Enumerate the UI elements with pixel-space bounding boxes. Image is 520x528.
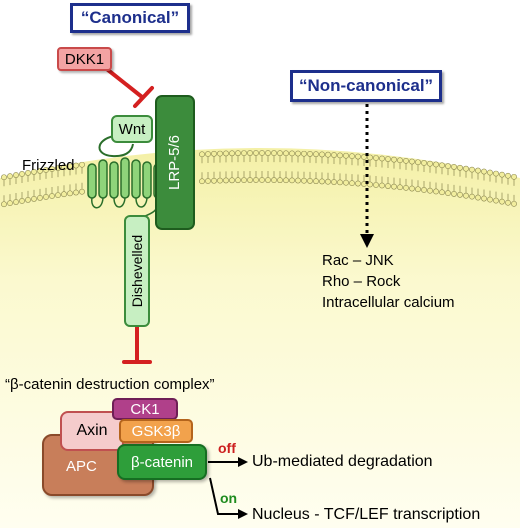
lrp-receptor-body (155, 95, 195, 230)
on-arrow (209, 477, 248, 519)
on-label: on (220, 490, 238, 506)
canonical-title-text: “Canonical” (80, 8, 180, 27)
on-target-label: Nucleus - TCF/LEF transcription (252, 506, 481, 523)
off-label: off (218, 440, 236, 456)
off-target-label: Ub-mediated degradation (252, 453, 433, 470)
destruction-complex-label: “β-catenin destruction complex” (5, 376, 215, 393)
gsk3b-box: GSK3β (119, 419, 193, 443)
beta-catenin-label: β-catenin (131, 453, 193, 471)
cell-membrane (1, 150, 517, 208)
canonical-title: “Canonical” (70, 3, 190, 33)
apc-label: APC (66, 458, 97, 475)
noncanonical-target-3: Intracellular calcium (322, 294, 455, 311)
dishevelled-box: Dishevelled (124, 215, 150, 327)
lrp-label: LRP-5/6 (166, 134, 184, 191)
frizzled-label: Frizzled (22, 157, 75, 174)
ck1-box: CK1 (112, 398, 178, 420)
ck1-label: CK1 (130, 400, 160, 418)
axin-label: Axin (76, 422, 108, 439)
dishevelled-inhibition (122, 324, 152, 364)
wnt-box: Wnt (111, 115, 153, 143)
gsk3b-label: GSK3β (131, 422, 181, 440)
wnt-label: Wnt (118, 120, 146, 138)
noncanonical-target-1: Rac – JNK (322, 252, 394, 269)
beta-catenin-box: β-catenin (117, 444, 207, 480)
lrp-label-wrap: LRP-5/6 (156, 96, 194, 229)
noncanonical-title: “Non-canonical” (290, 70, 442, 102)
dishevelled-label: Dishevelled (129, 234, 145, 308)
noncanonical-target-2: Rho – Rock (322, 273, 401, 290)
dkk1-inhibition (106, 68, 154, 108)
noncanonical-title-text: “Non-canonical” (298, 76, 434, 95)
dkk1-label: DKK1 (64, 50, 105, 68)
dkk1-box: DKK1 (57, 47, 112, 71)
